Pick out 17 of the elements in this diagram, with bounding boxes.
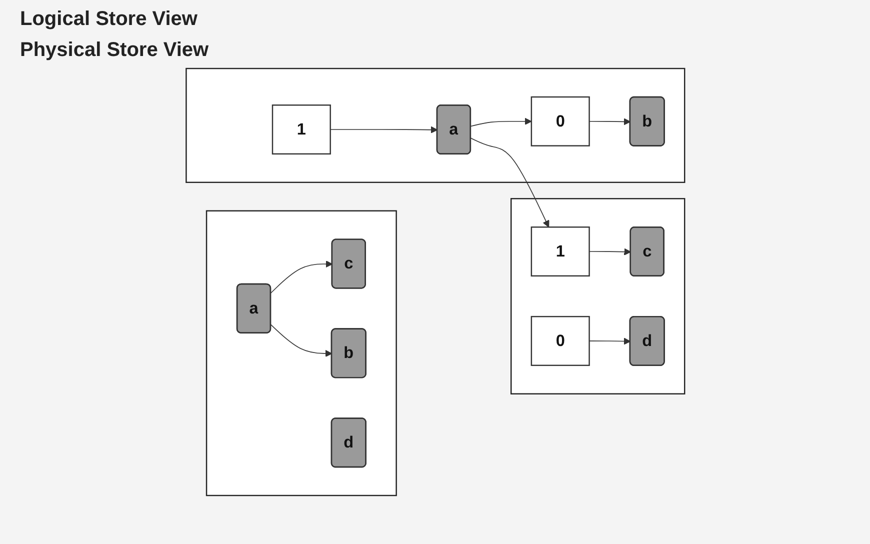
- section-heading: Physical Store View: [19, 38, 210, 62]
- node-box: 1: [271, 104, 331, 155]
- node-box: 0: [530, 316, 590, 366]
- node-box: 0: [530, 96, 590, 146]
- arrow: [270, 324, 332, 358]
- arrow: [270, 260, 332, 294]
- node-box: 1: [530, 226, 590, 276]
- arrow: [588, 248, 631, 256]
- arrow: [330, 126, 438, 134]
- arrow: [588, 338, 630, 345]
- arrow: [470, 118, 532, 127]
- cluster: [510, 198, 685, 394]
- cluster: [185, 68, 685, 183]
- section-heading: Logical Store View: [19, 7, 198, 31]
- arrow: [470, 138, 549, 228]
- cluster: [206, 210, 397, 496]
- arrow: [588, 118, 630, 126]
